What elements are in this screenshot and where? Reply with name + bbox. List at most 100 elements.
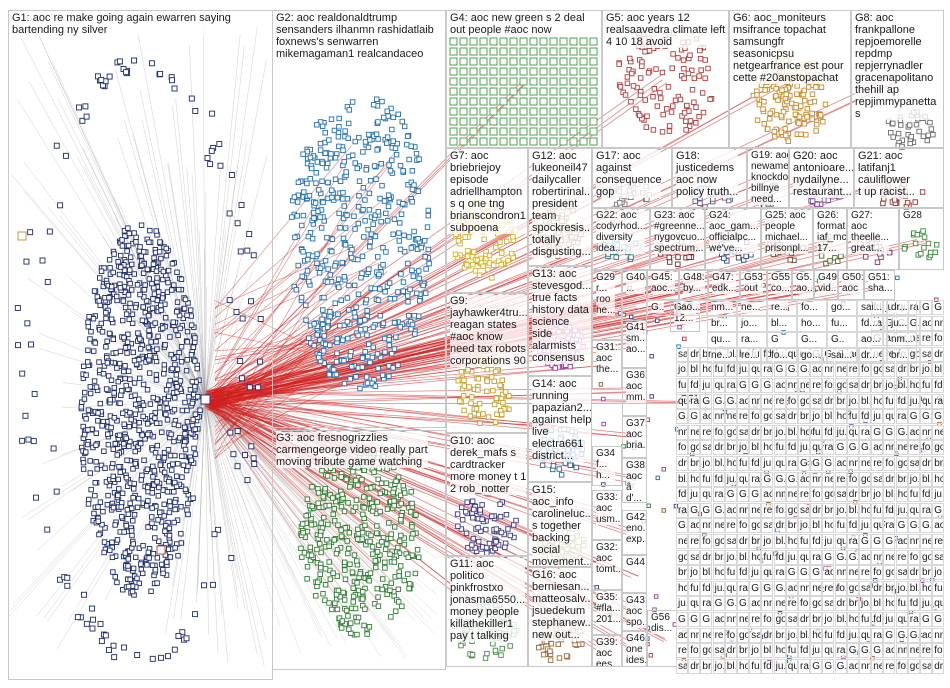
small-group-cell: jo...	[907, 471, 920, 487]
small-group-cell: ne...	[737, 612, 749, 627]
small-group-label: ho...	[934, 473, 944, 485]
g1-node	[152, 567, 159, 573]
g1-node	[195, 394, 201, 400]
small-group-label: fd...	[861, 411, 870, 423]
edge	[154, 399, 206, 459]
small-group-cell: br...	[676, 565, 688, 581]
small-group-cell: bl...	[773, 534, 786, 549]
small-group-cell: fd...	[785, 440, 798, 456]
group-panel-g39: G39: aoc ees...	[592, 635, 622, 667]
g1-node	[167, 334, 173, 340]
small-group-cell: ju...	[700, 378, 713, 393]
small-group-label: fo...	[885, 458, 895, 469]
small-group-label: fo...	[801, 302, 818, 313]
small-group-label: qu...	[873, 520, 883, 532]
small-group-cell: fu...	[810, 424, 823, 440]
edge	[204, 399, 288, 575]
small-group-cell: ra...	[785, 456, 798, 471]
small-group-label: qu...	[824, 645, 834, 657]
small-group-label: jo...	[824, 614, 834, 625]
small-group-label: sai...	[714, 645, 724, 657]
small-group-label: fu...	[763, 551, 773, 563]
small-group-label: fo...	[787, 395, 797, 407]
g1-node	[171, 355, 177, 361]
group-label: G38: aoc â d'...	[626, 460, 647, 503]
group-label: G37: aoc bria...	[626, 418, 646, 451]
small-group-label: go...	[787, 504, 797, 516]
small-group-label: ho...	[873, 395, 883, 407]
small-group-cell: ne...	[688, 424, 701, 440]
small-group-cell: bl...	[932, 362, 945, 378]
small-group-label: ne...	[824, 473, 834, 485]
small-group-cell: jo...	[895, 580, 908, 596]
small-group-label: fu...	[861, 614, 870, 625]
small-group-cell: G...	[834, 549, 847, 565]
g1-node	[180, 315, 186, 322]
g1-node	[146, 370, 153, 376]
small-group-cell: fo...	[810, 487, 823, 503]
small-group-cell: G	[798, 456, 810, 471]
small-group-cell: fd...	[676, 487, 688, 503]
small-group-cell: re...	[920, 643, 932, 659]
small-group-cell: G...	[797, 332, 827, 348]
small-group-cell: go...	[798, 393, 810, 409]
g1-node	[105, 373, 112, 379]
small-group-cell: G..	[737, 596, 749, 612]
small-group-label: dr...	[775, 520, 785, 532]
small-group-label: G	[714, 598, 723, 610]
edge	[195, 399, 206, 603]
small-group-label: bl...	[909, 582, 919, 594]
edge	[204, 399, 265, 667]
g1-node	[87, 458, 93, 464]
small-group-cell: ne...	[773, 596, 786, 612]
small-group-label: ju...	[678, 598, 687, 610]
g1-node	[131, 511, 138, 518]
small-group-cell: ju...	[773, 658, 786, 674]
small-group-label: ju...	[787, 551, 797, 563]
g1-node	[108, 316, 115, 322]
small-group-label: ra...	[763, 364, 773, 376]
small-group-cell: br...	[798, 409, 810, 425]
small-group-node	[653, 594, 659, 599]
small-group-cell: dr...	[761, 627, 774, 643]
small-group-label: fo...	[824, 380, 834, 391]
small-group-label: fo...	[848, 473, 858, 485]
small-group-cell: G...	[749, 378, 762, 393]
group-label: G51: sha...	[868, 272, 893, 294]
small-group-cell: re...	[724, 518, 737, 534]
g1-node	[139, 472, 145, 479]
small-group-label: ra...	[690, 395, 700, 407]
small-group-cell: ra...	[822, 440, 835, 456]
small-group-cell: ju...	[895, 502, 908, 518]
small-group-label: qu...	[726, 582, 736, 594]
small-group-cell: ho...	[712, 565, 725, 581]
small-group-cell: re...	[871, 456, 884, 471]
small-group-label: ju...	[751, 567, 761, 579]
g1-node	[87, 384, 94, 390]
small-group-label: fu...	[678, 380, 687, 391]
small-group-cell: dr...	[700, 549, 713, 565]
group-panel-g22: G22: aoc codyrhod... diversity idea...	[592, 208, 650, 270]
small-group-label: G	[763, 473, 772, 485]
small-group-label: sai...	[861, 582, 870, 594]
small-group-cell: ju...	[907, 393, 920, 409]
small-group-cell: bl...	[920, 471, 932, 487]
small-group-label: ne...	[848, 567, 858, 579]
edge	[204, 399, 335, 599]
small-group-label: G...	[714, 395, 724, 407]
small-group-cell: nm...	[859, 658, 871, 674]
small-group-cell: G..	[827, 332, 857, 348]
group-label: G42: eno... exp...	[626, 512, 646, 545]
small-group-label: jo...	[775, 426, 785, 438]
g1-node	[88, 486, 94, 493]
small-group-cell: qu...	[688, 596, 701, 612]
small-group-label: dr...	[909, 567, 919, 579]
g1-node	[184, 407, 190, 414]
small-group-cell: qu...	[737, 471, 749, 487]
small-group-label: br...	[848, 598, 858, 610]
small-group-cell: nm...	[761, 596, 774, 612]
g1-node	[188, 352, 195, 358]
small-group-cell: ho...	[883, 596, 896, 612]
g1-node	[106, 482, 113, 489]
small-group-cell: jo...	[798, 518, 810, 534]
